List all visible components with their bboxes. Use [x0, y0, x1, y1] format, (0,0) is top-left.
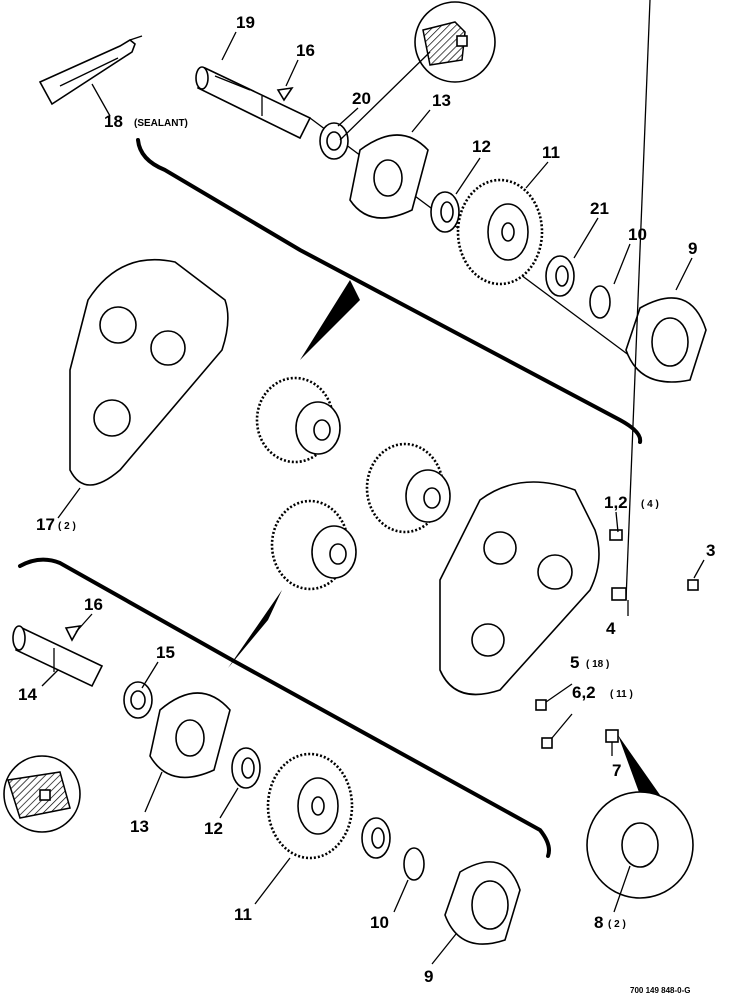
bearing-bottom-outer: [361, 817, 391, 859]
callout-12-bottom: 12: [204, 819, 223, 838]
spacer-top: [589, 285, 611, 319]
callout-16-top: 16: [296, 41, 315, 60]
gear-bottom: [266, 752, 354, 860]
gear-middle-lower: [270, 499, 357, 591]
callout-5-qty: ( 18 ): [586, 659, 609, 670]
bracket-pointer-top: [300, 280, 360, 360]
callout-12-top: 12: [472, 137, 491, 156]
oil-seal-top: [319, 122, 349, 160]
seal-detail-inset-top: [414, 1, 496, 83]
callout-8-qty: ( 2 ): [608, 919, 626, 930]
bearing-cap-top: [349, 134, 429, 219]
drive-shaft-bottom: [12, 625, 104, 688]
spacer-bottom: [403, 847, 425, 881]
callout-7: 7: [612, 761, 621, 780]
gearbox-housing-right: [439, 481, 600, 696]
end-cap-bottom: [444, 861, 521, 945]
woodruff-key-top: [276, 86, 294, 102]
callout-6-2: 6,2: [572, 683, 596, 702]
callout-1-2-qty: ( 4 ): [641, 499, 659, 510]
callout-20: 20: [352, 89, 371, 108]
seal-detail-inset-bottom: [3, 755, 81, 833]
drawing-number: 700 149 848-0-G: [630, 986, 691, 995]
callout-1-2: 1,2: [604, 493, 628, 512]
drive-shaft-top: [195, 66, 631, 357]
bearing-top: [430, 191, 460, 233]
callout-13-bottom: 13: [130, 817, 149, 836]
callout-14: 14: [18, 685, 37, 704]
callout-17-qty: ( 2 ): [58, 521, 76, 532]
callout-19: 19: [236, 13, 255, 32]
callout-9-top: 9: [688, 239, 697, 258]
callout-8: 8: [594, 913, 603, 932]
callout-21: 21: [590, 199, 609, 218]
callout-10-top: 10: [628, 225, 647, 244]
o-ring-detail: [586, 735, 694, 899]
woodruff-key-bottom: [64, 624, 82, 642]
gearbox-housing-left: [69, 258, 229, 486]
callout-17: 17: [36, 515, 55, 534]
group-bracket-bottom: [18, 557, 551, 858]
gear-middle-center: [365, 442, 451, 534]
callout-15: 15: [156, 643, 175, 662]
gear-middle-upper: [255, 376, 341, 464]
callout-16-bottom: 16: [84, 595, 103, 614]
callout-4: 4: [606, 619, 616, 638]
callout-11-bottom: 11: [234, 905, 252, 924]
hardware-group: [535, 529, 699, 749]
callout-3: 3: [706, 541, 715, 560]
oil-seal-bottom: [123, 681, 153, 719]
callout-10-bottom: 10: [370, 913, 389, 932]
group-bracket-top: [136, 138, 643, 444]
leader-lines: [41, 0, 705, 965]
callout-13-top: 13: [432, 91, 451, 110]
end-cap-top: [625, 297, 707, 383]
callout-5: 5: [570, 653, 579, 672]
sealant-tube: [38, 35, 143, 106]
callout-18: 18: [104, 112, 123, 131]
bearing-21: [545, 255, 575, 297]
bearing-bottom: [231, 747, 261, 789]
callout-6-2-qty: ( 11 ): [610, 689, 633, 700]
callout-11-top: 11: [542, 143, 560, 162]
callout-9-bottom: 9: [424, 967, 433, 986]
bearing-cap-bottom: [149, 692, 231, 779]
gear-top: [456, 178, 544, 286]
callout-18-note: (SEALANT): [134, 118, 188, 129]
bracket-pointer-bottom: [228, 590, 282, 668]
